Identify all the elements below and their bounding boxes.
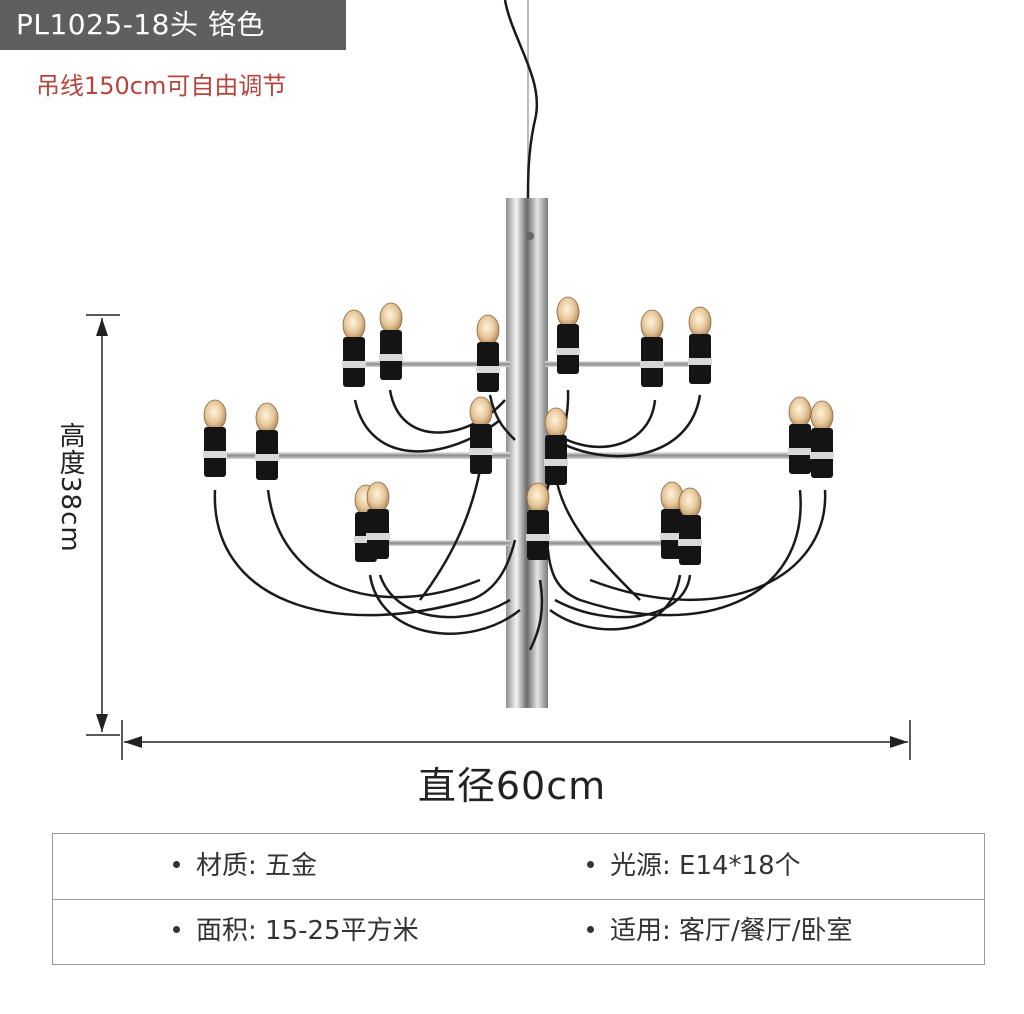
bulb-socket — [556, 296, 580, 374]
bulb-socket — [469, 396, 493, 474]
bulb-socket — [255, 402, 279, 480]
bulb-socket — [640, 309, 664, 387]
height-dimension-line — [86, 314, 120, 736]
lamp-sockets — [203, 296, 834, 565]
bulb-socket — [366, 481, 390, 559]
bullet-icon — [587, 926, 594, 933]
diameter-label: 直径60cm — [417, 764, 607, 808]
bulb-socket — [660, 481, 684, 559]
bulb-socket — [379, 302, 403, 380]
bulb-socket — [342, 309, 366, 387]
bulb-socket — [788, 396, 812, 474]
product-title: PL1025-18头 铬色 — [16, 8, 265, 41]
bulb-socket — [810, 400, 834, 478]
bulb-socket — [476, 314, 500, 392]
chandelier-arms — [210, 361, 795, 546]
bulb-socket — [526, 482, 550, 560]
product-title-bar: PL1025-18头 铬色 — [0, 0, 346, 50]
height-label: 高度38cm — [55, 422, 85, 553]
central-column — [506, 198, 548, 708]
bullet-icon — [173, 861, 180, 868]
spec-row: 面积: 15-25平方米 适用: 客厅/餐厅/卧室 — [53, 899, 984, 964]
spec-cell-area: 面积: 15-25平方米 — [173, 899, 419, 964]
spec-cell-material: 材质: 五金 — [173, 834, 317, 899]
spec-table: 材质: 五金 光源: E14*18个 面积: 15-25平方米 适用: 客厅/餐… — [52, 833, 985, 965]
bulb-socket — [688, 306, 712, 384]
chandelier-diagram — [86, 0, 911, 760]
spec-row: 材质: 五金 光源: E14*18个 — [53, 834, 984, 900]
bullet-icon — [587, 861, 594, 868]
spec-cell-light-source: 光源: E14*18个 — [587, 834, 801, 899]
lamp-wires — [213, 389, 827, 651]
bulb-socket — [544, 407, 568, 485]
spec-cell-usage: 适用: 客厅/餐厅/卧室 — [587, 899, 853, 964]
width-dimension-line — [121, 720, 911, 760]
bullet-icon — [173, 926, 180, 933]
bulb-socket — [678, 487, 702, 565]
cable-length-note: 吊线150cm可自由调节 — [36, 72, 287, 100]
bulb-socket — [203, 399, 227, 477]
suspension-cable — [503, 0, 538, 199]
